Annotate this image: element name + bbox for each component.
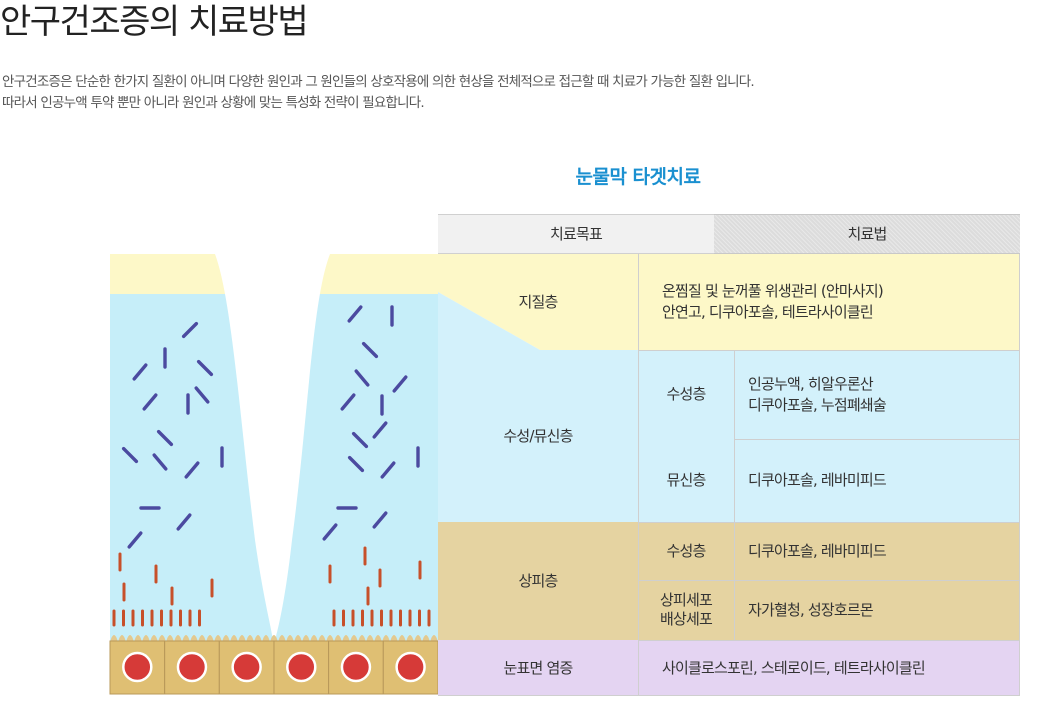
mucin-rod xyxy=(194,386,210,404)
inflammation-label: 눈표면 염증 xyxy=(438,640,638,696)
goblet-cells xyxy=(118,546,422,606)
grid-line xyxy=(638,580,1020,581)
epithelium-cell-method: 자가혈청, 성장호르몬 xyxy=(734,580,1020,640)
mucin-method: 디쿠아포솔, 레바미피드 xyxy=(734,439,1020,522)
lipid-method: 온찜질 및 눈꺼풀 위생관리 (안마사지) 안연고, 디쿠아포솔, 테트라사이클… xyxy=(638,254,1020,350)
mucin-rod xyxy=(127,531,143,549)
epithelium-aqueous-method: 디쿠아포솔, 레바미피드 xyxy=(734,522,1020,580)
lipid-method-line-1: 온찜질 및 눈꺼풀 위생관리 (안마사지) xyxy=(662,282,884,300)
header-method: 치료법 xyxy=(714,214,1020,254)
mucin-rod xyxy=(142,393,158,411)
mucin-rod xyxy=(347,305,363,323)
grid-line xyxy=(638,522,1020,523)
mucin-rod xyxy=(351,431,369,449)
mucin-rod xyxy=(347,455,365,473)
mucin-rod xyxy=(354,369,370,387)
epithelium-cell-label-line-2: 배상세포 xyxy=(659,610,713,628)
grid-line xyxy=(638,254,639,696)
epithelium-aqueous-label: 수성층 xyxy=(638,522,734,580)
diagram-title: 눈물막 타겟치료 xyxy=(575,166,701,188)
intro-text: 안구건조증은 단순한 한가지 질환이 아니며 다양한 원인과 그 원인들의 상호… xyxy=(2,72,755,114)
cell-nucleus xyxy=(176,651,208,683)
cell-nucleus xyxy=(340,651,372,683)
mucin-rod xyxy=(152,453,168,471)
epithelium-cell-label: 상피세포 배상세포 xyxy=(638,580,734,640)
grid-line xyxy=(734,350,735,640)
mucin-rod xyxy=(392,375,408,393)
mucin-molecules xyxy=(121,305,420,549)
lipid-connector xyxy=(438,254,640,350)
grid-line xyxy=(734,439,1020,440)
lipid-layer-band xyxy=(110,254,438,294)
mucin-rod xyxy=(361,341,379,359)
grid-line xyxy=(438,695,1020,696)
epithelium-label: 상피층 xyxy=(438,522,638,640)
mucin-rod xyxy=(184,461,200,479)
mucin-rod xyxy=(132,363,148,381)
aqueous-method-line-1: 인공누액, 히알우론산 xyxy=(748,374,874,393)
aqueous-sub-label: 수성층 xyxy=(638,350,734,439)
epithelial-cells xyxy=(109,640,439,695)
mucin-rod xyxy=(372,421,388,439)
epithelium-cell-label-line-1: 상피세포 xyxy=(659,591,713,609)
mucin-rod xyxy=(322,523,338,541)
aqueous-layer-band xyxy=(110,294,438,650)
intro-line-1: 안구건조증은 단순한 한가지 질환이 아니며 다양한 원인과 그 원인들의 상호… xyxy=(2,74,755,90)
lipid-label: 지질층 xyxy=(518,292,558,311)
header-goal: 치료목표 xyxy=(438,214,714,254)
mucin-rod xyxy=(196,359,214,377)
mucin-rod xyxy=(121,446,139,464)
cell-nucleus xyxy=(122,651,153,683)
aqueous-method: 인공누액, 히알우론산 디쿠아포솔, 누점폐쇄술 xyxy=(734,350,1020,439)
aqueous-mucin-label: 수성/뮤신층 xyxy=(503,426,573,445)
mucin-rod xyxy=(340,393,356,411)
grid-line xyxy=(638,640,1020,641)
mucin-sub-label: 뮤신층 xyxy=(638,439,734,522)
page-title: 안구건조증의 치료방법 xyxy=(0,2,309,42)
mucin-rod xyxy=(380,461,396,479)
cell-nucleus xyxy=(231,651,262,683)
cell-nucleus xyxy=(286,651,317,683)
aqueous-method-line-2: 디쿠아포솔, 누점폐쇄술 xyxy=(748,395,887,414)
inflammation-method: 사이클로스포린, 스테로이드, 테트라사이클린 xyxy=(638,640,1020,696)
mucin-rod xyxy=(181,321,199,339)
treatment-table: 치료목표 치료법 지질층 온찜질 및 눈꺼풀 위생관리 (안마사지) 안연고, … xyxy=(438,214,1020,696)
mucin-rod xyxy=(156,429,174,447)
mucin-rod xyxy=(372,511,388,529)
cell-nucleus xyxy=(395,651,426,683)
lipid-method-line-2: 안연고, 디쿠아포솔, 테트라사이클린 xyxy=(662,303,874,321)
grid-line xyxy=(638,350,1020,351)
mucin-rod xyxy=(176,513,192,531)
intro-line-2: 따라서 인공누액 투약 뿐만 아니라 원인과 상황에 맞는 특성화 전략이 필요… xyxy=(2,95,425,111)
grid-line xyxy=(1019,254,1020,696)
